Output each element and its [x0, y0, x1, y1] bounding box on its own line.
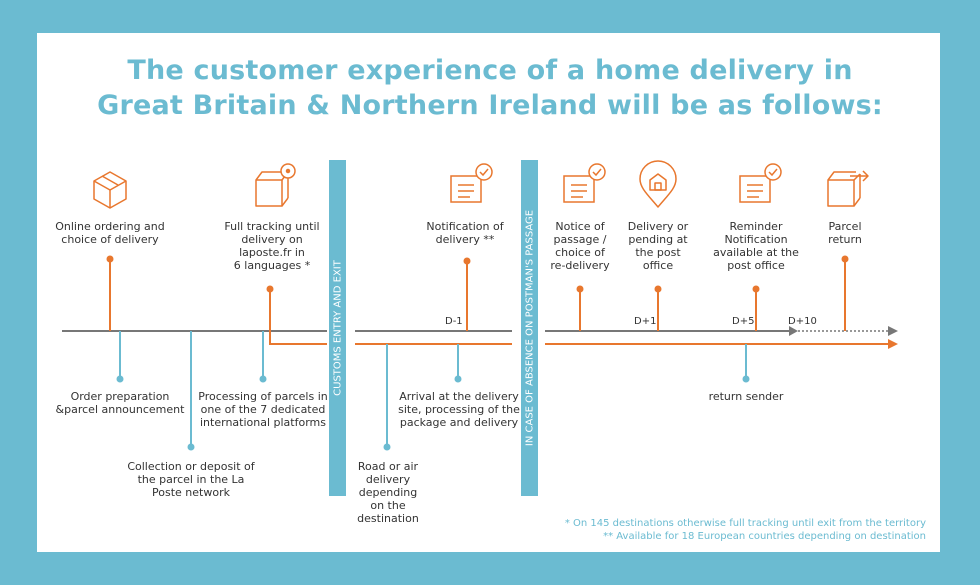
- package-location-icon: [255, 163, 296, 207]
- stem-collection: [187, 331, 195, 451]
- stem-road-air: [383, 344, 391, 451]
- label-order-preparation: Order preparation&parcel announcement: [55, 390, 185, 416]
- parcel-return-icon: [827, 170, 869, 207]
- footnote-2: ** Available for 18 European countries d…: [603, 531, 926, 542]
- orange-arrowhead: [888, 339, 898, 349]
- grey-arrowhead-2: [888, 326, 898, 336]
- day-label-d-minus-1: D-1: [445, 316, 463, 327]
- stem-online: [106, 255, 114, 331]
- stem-notice: [576, 285, 584, 331]
- stem-arrival: [454, 344, 462, 383]
- footnote-1: * On 145 destinations otherwise full tra…: [564, 518, 926, 529]
- title-line-2: Great Britain & Northern Ireland will be…: [97, 90, 883, 121]
- package-icon: [93, 171, 127, 209]
- day-label-d-plus-10: D+10: [788, 316, 817, 327]
- notice-envelope-icon: [563, 163, 606, 203]
- stem-notification: [463, 257, 471, 331]
- absence-bar-label: IN CASE OF ABSENCE ON POSTMAN'S PASSAGE: [524, 209, 535, 447]
- notification-envelope-icon: [450, 163, 493, 203]
- grey-arrowhead-1: [789, 326, 798, 336]
- orange-timeline-seg1: [269, 289, 327, 345]
- content-panel: [37, 33, 940, 552]
- reminder-envelope-icon: [739, 163, 782, 203]
- day-label-d-plus-5: D+5: [732, 316, 755, 327]
- stem-return: [841, 255, 849, 331]
- stem-reminder: [752, 285, 760, 331]
- day-label-d-plus-1: D+1: [634, 316, 657, 327]
- stem-order-prep: [116, 331, 124, 383]
- location-pin-icon: [639, 160, 677, 208]
- label-return-sender: return sender: [708, 390, 784, 403]
- stem-return-sender: [742, 344, 750, 383]
- stem-processing: [259, 331, 267, 383]
- stem-tracking: [266, 285, 274, 293]
- customs-bar: CUSTOMS ENTRY AND EXIT: [329, 160, 346, 496]
- customs-bar-label: CUSTOMS ENTRY AND EXIT: [332, 260, 343, 396]
- absence-bar: IN CASE OF ABSENCE ON POSTMAN'S PASSAGE: [521, 160, 538, 496]
- title-line-1: The customer experience of a home delive…: [127, 55, 853, 86]
- stem-pending: [654, 285, 662, 331]
